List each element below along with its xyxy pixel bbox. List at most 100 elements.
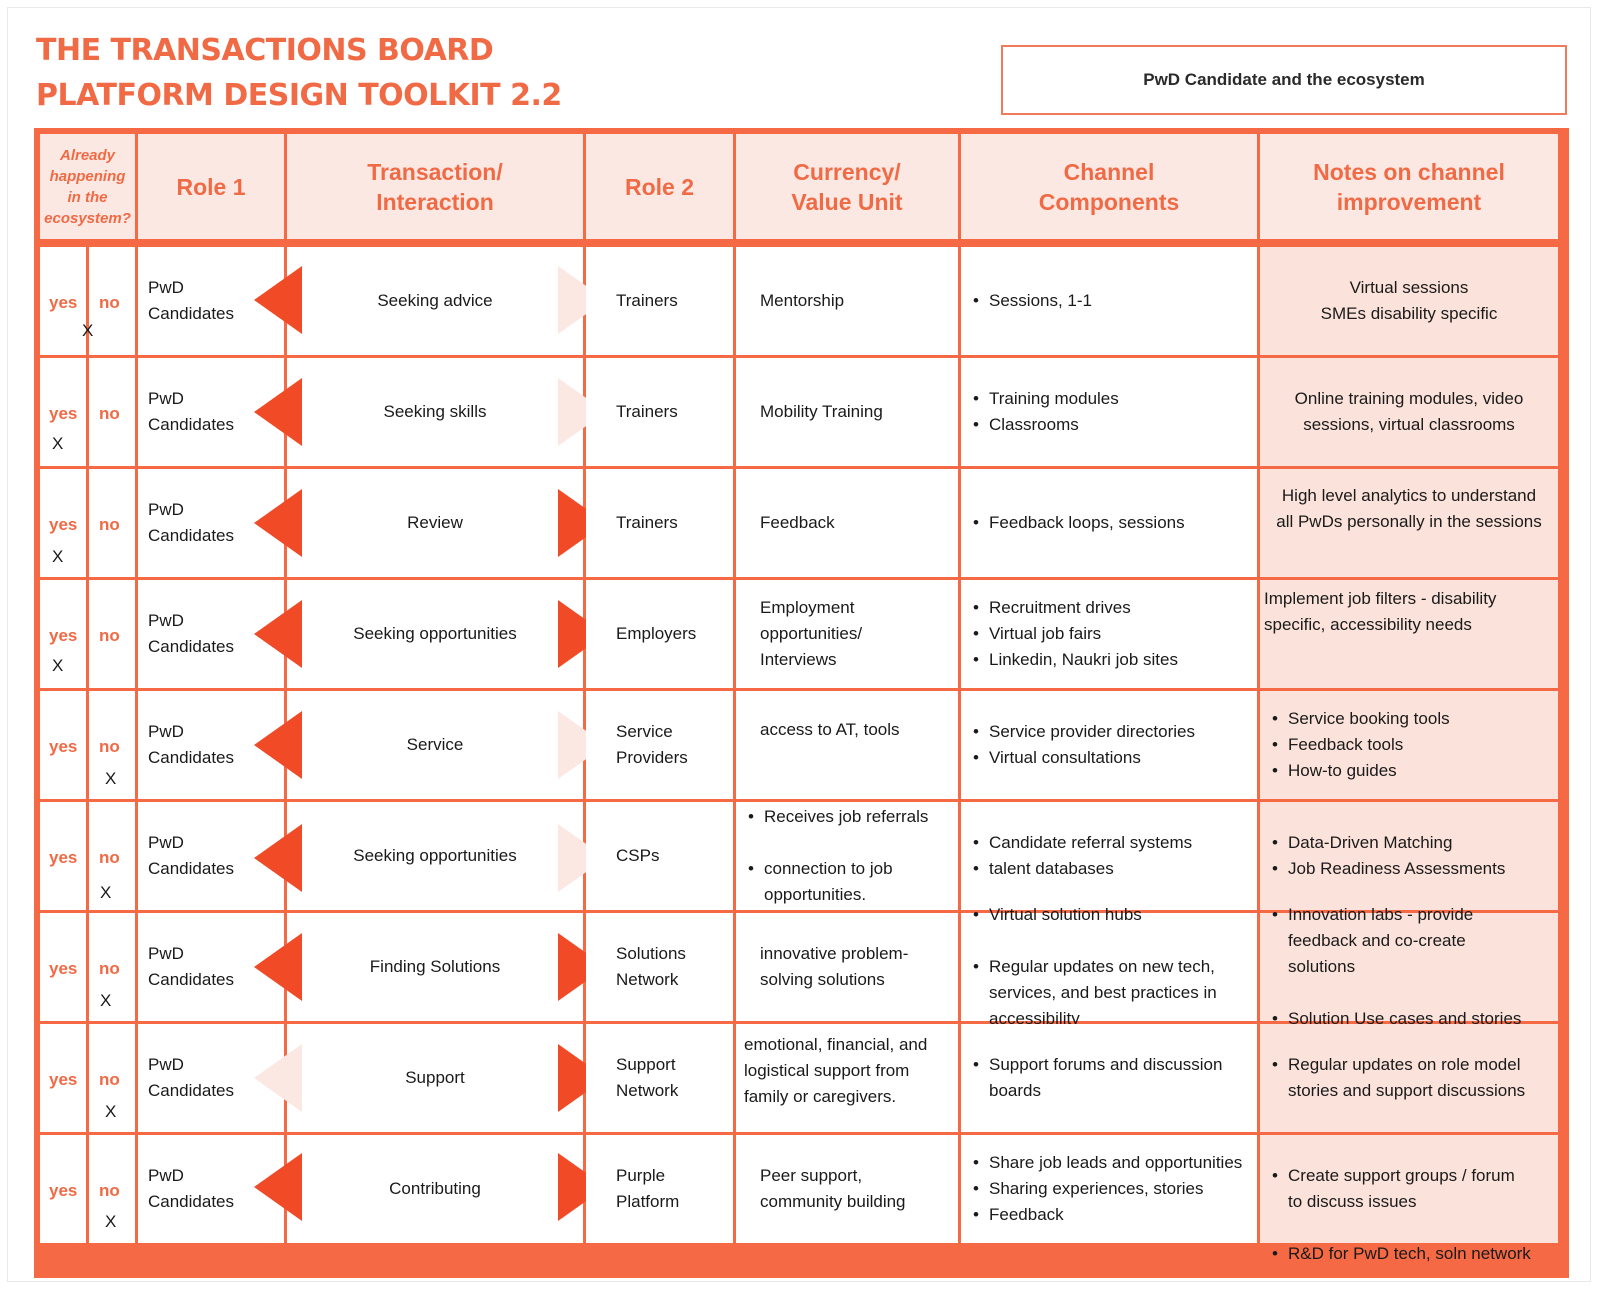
row-1-channel: Sessions, 1-1: [961, 247, 1257, 355]
row-6-role2: CSPs: [586, 802, 733, 910]
row-2-no-cell: no: [89, 358, 135, 466]
row-5-arrow-left-icon: [254, 711, 302, 779]
no-label: no: [99, 626, 120, 645]
row-3-notes: High level analytics to understand all P…: [1260, 469, 1558, 577]
row-4-channel-item: Virtual job fairs: [973, 621, 1178, 647]
row-2-currency: Mobility Training: [736, 358, 958, 466]
row-4-role2: Employers: [586, 580, 733, 688]
row-4-role1: PwD Candidates: [138, 580, 284, 688]
row-6-notes: Data-Driven Matching Job Readiness Asses…: [1260, 802, 1558, 910]
row-1-transaction: Seeking advice: [287, 247, 583, 355]
row-9-channel-item: Share job leads and opportunities: [973, 1150, 1242, 1176]
row-9-notes: Create support groups / forum to discuss…: [1260, 1135, 1558, 1267]
row-7-channel-item: Regular updates on new tech, services, a…: [973, 954, 1217, 1032]
row-6-currency: Receives job referrals connection to job…: [736, 802, 958, 910]
transactions-board: Already happening in the ecosystem? Role…: [34, 128, 1569, 1278]
row-3-no-cell: no: [89, 469, 135, 577]
row-9-arrow-left-icon: [254, 1153, 302, 1221]
row-7-notes-item: Solution Use cases and stories: [1272, 1006, 1521, 1032]
board-title: THE TRANSACTIONS BOARD PLATFORM DESIGN T…: [36, 28, 562, 118]
yes-label: yes: [49, 293, 78, 312]
row-6-mark: X: [100, 883, 112, 902]
row-3-role1: PwD Candidates: [138, 469, 284, 577]
row-8-transaction: Support: [287, 1024, 583, 1132]
row-4-channel-item: Recruitment drives: [973, 595, 1178, 621]
row-4-yes-cell: yes X: [40, 580, 86, 688]
row-6-currency-item: connection to job opportunities.: [748, 856, 928, 908]
row-8-arrow-left-icon: [254, 1044, 302, 1112]
row-4-mark: X: [52, 656, 64, 675]
row-1-currency: Mentorship: [736, 247, 958, 355]
row-9-no-cell: no X: [89, 1135, 135, 1243]
row-9-transaction: Contributing: [287, 1135, 583, 1243]
row-1-mark: X: [82, 321, 94, 340]
row-5-channel-item: Service provider directories: [973, 719, 1195, 745]
row-6-notes-item: Job Readiness Assessments: [1272, 856, 1505, 882]
row-5-channel-item: Virtual consultations: [973, 745, 1195, 771]
row-3-arrow-left-icon: [254, 489, 302, 557]
header-role2: Role 2: [586, 134, 733, 239]
row-3-channel-item: Feedback loops, sessions: [973, 510, 1185, 536]
row-6-arrow-left-icon: [254, 824, 302, 892]
row-9-notes-item: Create support groups / forum to discuss…: [1272, 1163, 1531, 1215]
row-1-channel-item: Sessions, 1-1: [973, 288, 1092, 314]
row-7-yes-cell: yes: [40, 913, 86, 1021]
row-6-channel-item: Candidate referral systems: [973, 830, 1192, 856]
row-7-role2: Solutions Network: [586, 913, 733, 1021]
row-2-arrow-left-icon: [254, 378, 302, 446]
row-7-arrow-left-icon: [254, 933, 302, 1001]
row-3-transaction: Review: [287, 469, 583, 577]
row-5-notes-item: Feedback tools: [1272, 732, 1450, 758]
header-channel: Channel Components: [961, 134, 1257, 239]
yes-label: yes: [49, 737, 78, 756]
row-2-role2: Trainers: [586, 358, 733, 466]
row-4-channel-item: Linkedin, Naukri job sites: [973, 647, 1178, 673]
row-6-transaction: Seeking opportunities: [287, 802, 583, 910]
no-label: no: [99, 404, 120, 423]
row-5-role2: Service Providers: [586, 691, 733, 799]
row-5-yes-cell: yes: [40, 691, 86, 799]
row-2-mark: X: [52, 434, 64, 453]
row-9-yes-cell: yes: [40, 1135, 86, 1243]
row-8-currency: emotional, financial, and logistical sup…: [736, 1024, 958, 1132]
row-8-yes-cell: yes: [40, 1024, 86, 1132]
row-7-channel-item: Virtual solution hubs: [973, 902, 1217, 928]
row-8-role2: Support Network: [586, 1024, 733, 1132]
row-5-currency: access to AT, tools: [736, 691, 958, 799]
no-label: no: [99, 1070, 120, 1089]
title-line-2: PLATFORM DESIGN TOOLKIT 2.2: [36, 78, 562, 113]
row-9-mark: X: [105, 1212, 117, 1231]
header-transaction: Transaction/ Interaction: [287, 134, 583, 239]
row-2-yes-cell: yes X: [40, 358, 86, 466]
row-8-notes-item: Regular updates on role model stories an…: [1272, 1052, 1525, 1104]
row-3-role2: Trainers: [586, 469, 733, 577]
yes-label: yes: [49, 1181, 78, 1200]
row-5-mark: X: [105, 769, 117, 788]
row-3-yes-cell: yes X: [40, 469, 86, 577]
row-4-currency: Employment opportunities/ Interviews: [736, 580, 958, 688]
no-label: no: [99, 737, 120, 756]
row-1-yes-cell: yes: [40, 247, 86, 355]
row-7-notes-item: Innovation labs - provide feedback and c…: [1272, 902, 1521, 980]
row-5-channel: Service provider directories Virtual con…: [961, 691, 1257, 799]
row-7-notes: Innovation labs - provide feedback and c…: [1260, 902, 1558, 1032]
row-5-notes-item: How-to guides: [1272, 758, 1450, 784]
row-1-arrow-left-icon: [254, 266, 302, 334]
header-currency-label: Currency/ Value Unit: [791, 158, 903, 215]
row-9-channel-item: Feedback: [973, 1202, 1242, 1228]
row-9-channel: Share job leads and opportunities Sharin…: [961, 1135, 1257, 1243]
header-role1: Role 1: [138, 134, 284, 239]
row-3-mark: X: [52, 547, 64, 566]
row-1-no-cell: no: [89, 247, 135, 355]
header-notes: Notes on channel improvement: [1260, 134, 1558, 239]
yes-label: yes: [49, 515, 78, 534]
row-8-notes: Regular updates on role model stories an…: [1260, 1024, 1558, 1132]
row-9-currency: Peer support, community building: [736, 1135, 958, 1243]
row-6-channel: Candidate referral systems talent databa…: [961, 802, 1257, 910]
no-label: no: [99, 959, 120, 978]
row-8-mark: X: [105, 1102, 117, 1121]
header-currency: Currency/ Value Unit: [736, 134, 958, 239]
row-4-notes: Implement job filters - disability speci…: [1260, 580, 1558, 688]
row-4-channel: Recruitment drives Virtual job fairs Lin…: [961, 580, 1257, 688]
row-2-channel-item: Training modules: [973, 386, 1119, 412]
